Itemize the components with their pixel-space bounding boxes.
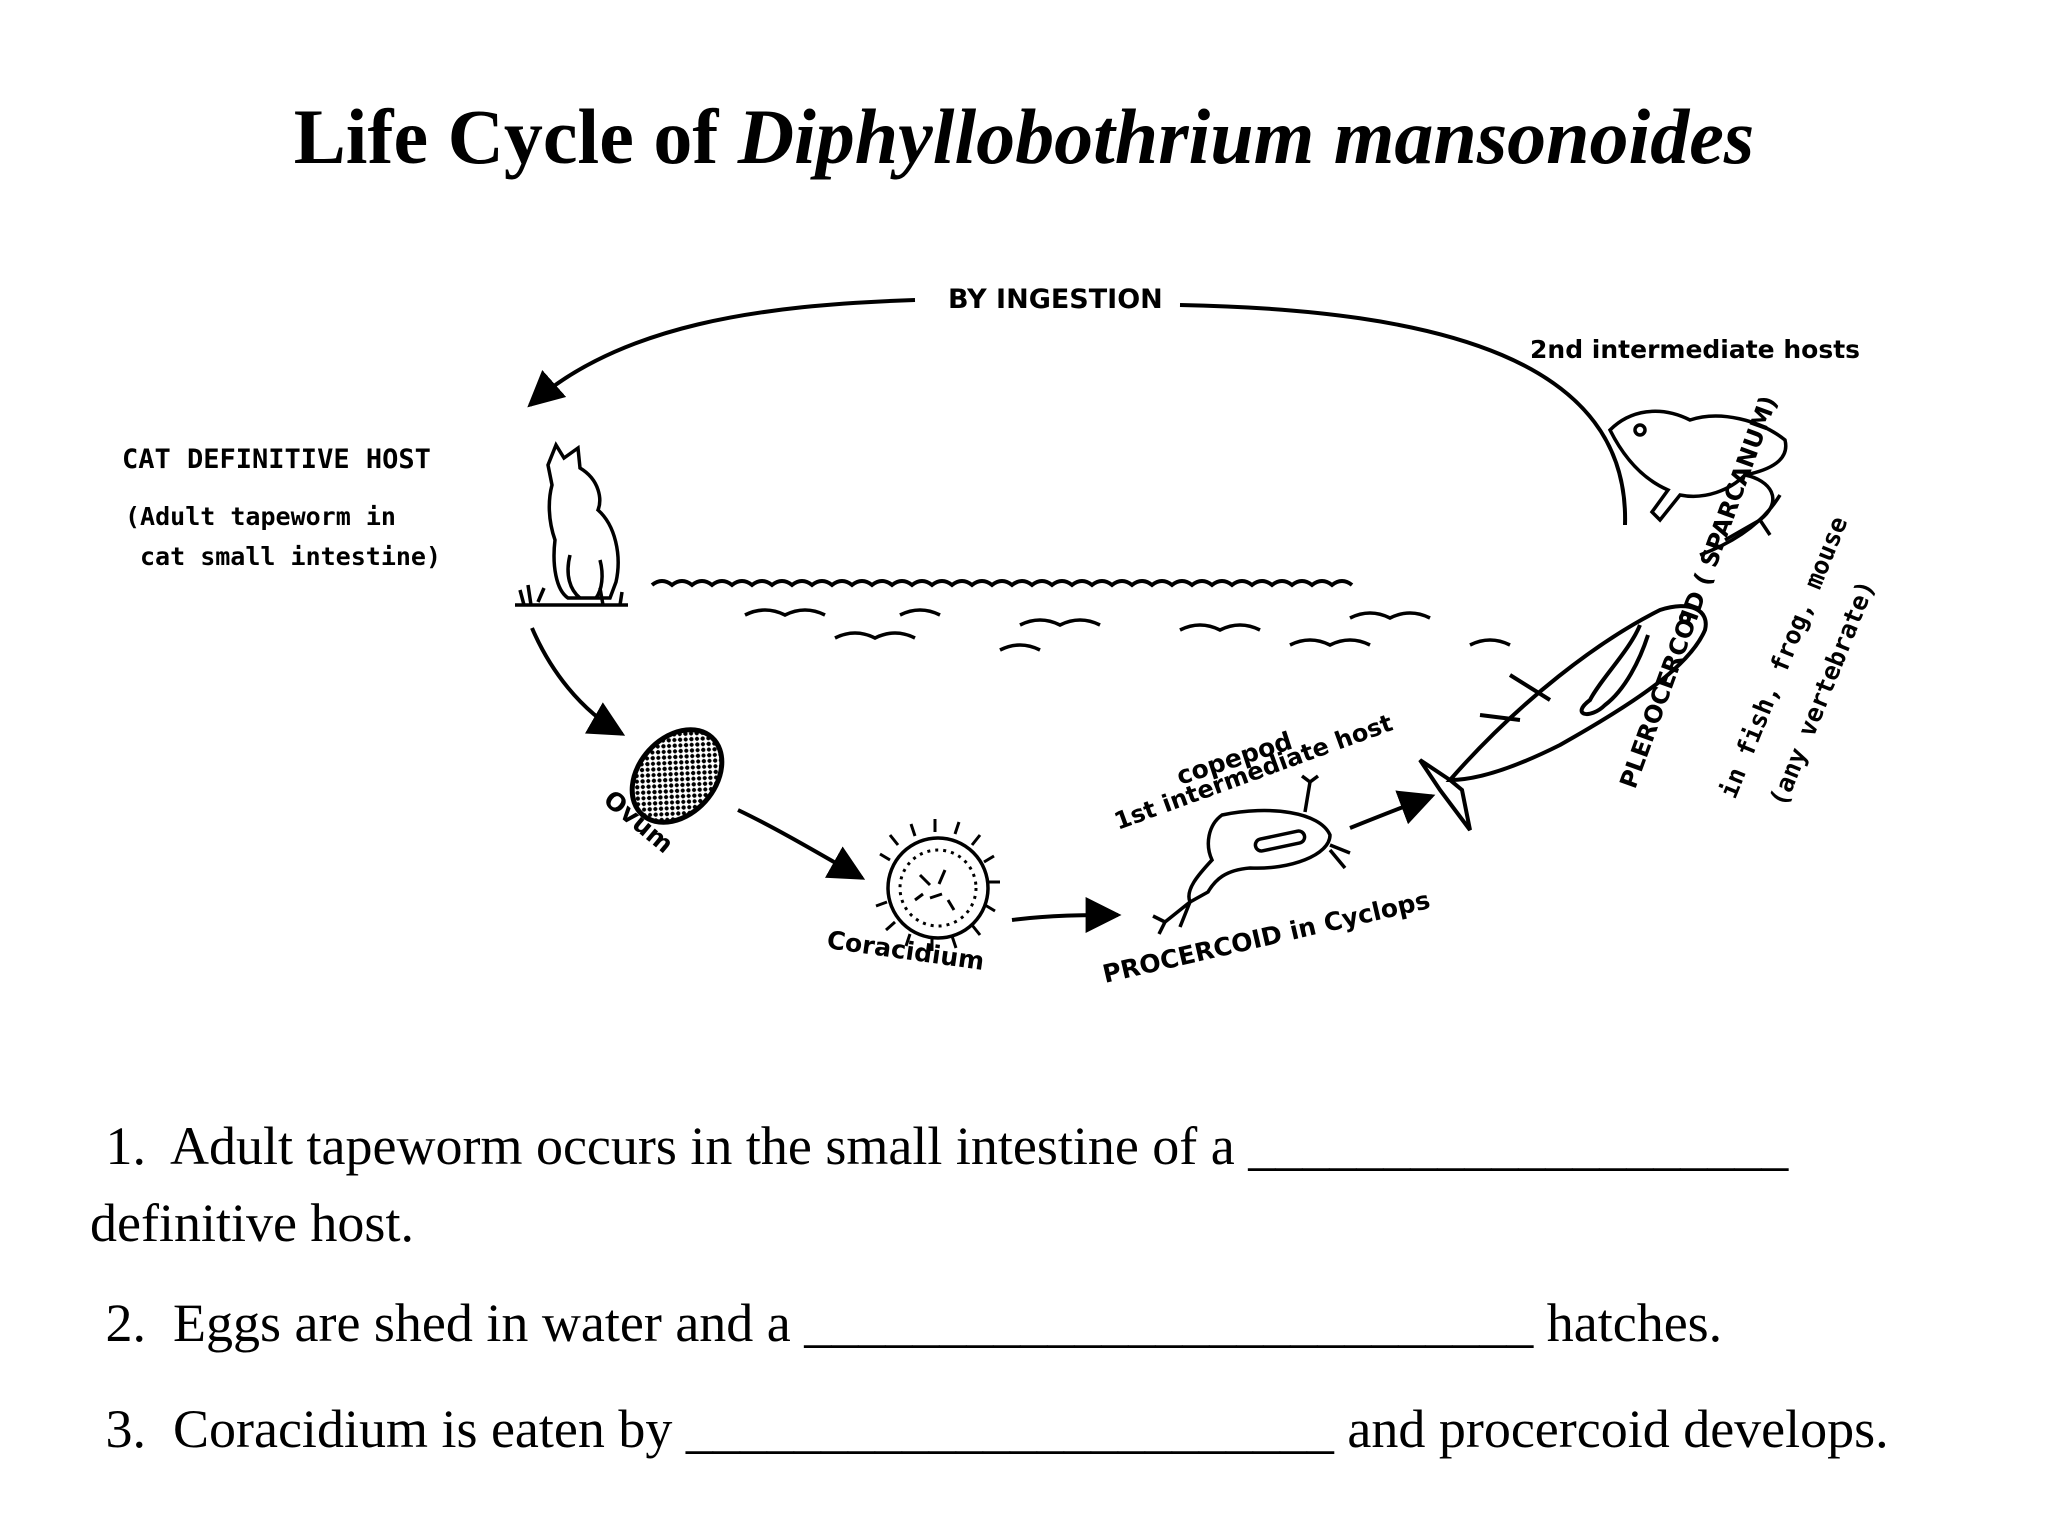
coracidium-illustration xyxy=(875,819,1000,951)
host-arrow xyxy=(1699,494,1782,557)
cycle-arrows xyxy=(530,627,1436,934)
question-2: 2. Eggs are shed in water and a ________… xyxy=(92,1293,1723,1353)
adult-tapeworm-label-line2: cat small intestine) xyxy=(140,542,441,571)
page-title: Life Cycle of Diphyllobothrium mansonoid… xyxy=(0,92,2048,182)
frog-illustration xyxy=(1607,409,1788,542)
second-intermediate-hosts-label: 2nd intermediate hosts xyxy=(1530,335,1860,364)
by-ingestion-label: BY INGESTION xyxy=(948,284,1163,315)
ovum-illustration xyxy=(629,727,725,825)
water-ripples xyxy=(744,608,1511,652)
adult-tapeworm-label-line1: (Adult tapeworm in xyxy=(125,502,396,531)
first-intermediate-host-label: 1st intermediate host xyxy=(1110,709,1396,836)
cat-illustration xyxy=(515,441,628,607)
title-prefix: Life Cycle of xyxy=(293,93,738,180)
procercoid-label: PROCERCOID in Cyclops xyxy=(1100,885,1433,989)
fish-illustration xyxy=(1418,604,1708,832)
question-1-line2: definitive host. xyxy=(90,1193,414,1253)
ingestion-arrow xyxy=(527,298,1628,526)
title-species: Diphyllobothrium mansonoides xyxy=(737,93,1755,180)
cat-definitive-host-label: CAT DEFINITIVE HOST xyxy=(122,444,431,475)
water-surface xyxy=(650,579,1354,588)
question-1-line1: 1. Adult tapeworm occurs in the small in… xyxy=(92,1116,1789,1176)
question-3: 3. Coracidium is eaten by ______________… xyxy=(92,1399,1889,1459)
copepod-illustration xyxy=(1152,774,1351,935)
